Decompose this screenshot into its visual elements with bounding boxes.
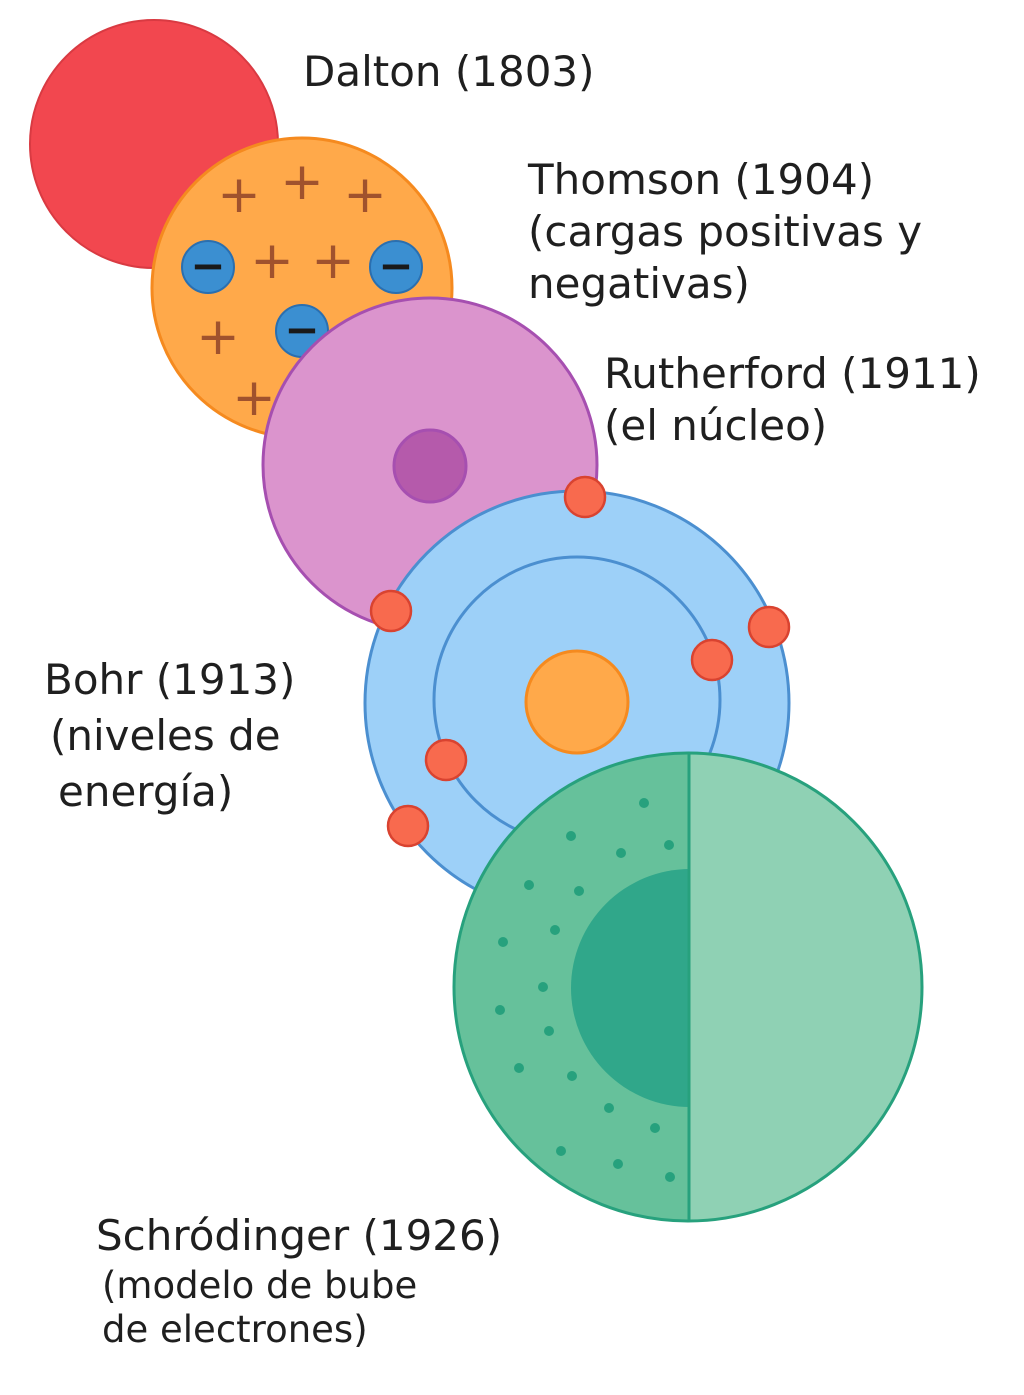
plus-sign-icon: + (280, 152, 324, 212)
cloud-dot (550, 925, 560, 935)
plus-sign-icon: + (343, 165, 387, 225)
dalton-label: Dalton (1803) (303, 46, 595, 98)
electron-circle (369, 240, 423, 294)
bohr-label: Bohr (1913) (niveles de energía) (44, 652, 295, 820)
bohr-nucleus (524, 649, 630, 755)
cloud-dot (574, 886, 584, 896)
cloud-dot (566, 831, 576, 841)
cloud-dot (616, 848, 626, 858)
thomson-title: Thomson (1904) (528, 155, 875, 204)
schrodinger-inner-core (571, 869, 690, 1107)
negative-charge: − (369, 240, 423, 294)
cloud-dot (567, 1071, 577, 1081)
cloud-dot (538, 982, 548, 992)
thomson-label: Thomson (1904) (cargas positivas y negat… (528, 154, 922, 310)
cloud-dot (514, 1063, 524, 1073)
plus-sign-icon: + (311, 231, 355, 291)
rutherford-nucleus (392, 428, 468, 504)
schrodinger-outline (452, 751, 924, 1223)
bohr-description-line1: (niveles de (50, 711, 281, 760)
minus-sign-icon: − (378, 241, 413, 290)
electron-icon (386, 804, 430, 848)
cloud-dot (556, 1146, 566, 1156)
rutherford-title: Rutherford (1911) (604, 349, 981, 398)
electron-icon (369, 589, 413, 633)
bohr-title: Bohr (1913) (44, 655, 296, 704)
plus-sign-icon: + (217, 165, 261, 225)
cloud-dot (498, 937, 508, 947)
thomson-description-line2: negativas) (528, 259, 750, 308)
plus-sign-icon: + (250, 231, 294, 291)
electron-icon (424, 738, 468, 782)
rutherford-label: Rutherford (1911) (el núcleo) (604, 348, 981, 452)
schrodinger-model (452, 751, 924, 1223)
cloud-dot (524, 880, 534, 890)
cloud-dot (544, 1026, 554, 1036)
bohr-description-line2: energía) (58, 767, 234, 816)
schrodinger-label: Schródinger (1926) (modelo de bube de el… (96, 1208, 502, 1352)
cloud-dot (664, 840, 674, 850)
electron-circle (181, 240, 235, 294)
cloud-dot (495, 1005, 505, 1015)
cloud-dot (639, 798, 649, 808)
cloud-dot (650, 1123, 660, 1133)
cloud-dot (665, 1172, 675, 1182)
rutherford-description: (el núcleo) (604, 401, 828, 450)
thomson-description-line1: (cargas positivas y (528, 207, 923, 256)
electron-icon (690, 638, 734, 682)
electron-icon (747, 605, 791, 649)
schrodinger-electron-cloud (495, 798, 675, 1182)
negative-charge: − (181, 240, 235, 294)
minus-sign-icon: − (190, 241, 225, 290)
schrodinger-description-line1: (modelo de bube (102, 1264, 418, 1307)
bohr-electrons (369, 475, 791, 848)
schrodinger-description-line2: de electrones) (102, 1308, 368, 1351)
thomson-positive-charges: +++++++ (196, 152, 387, 428)
cloud-dot (613, 1159, 623, 1169)
schrodinger-title: Schródinger (1926) (96, 1211, 503, 1260)
dalton-title: Dalton (1803) (303, 47, 595, 96)
plus-sign-icon: + (196, 307, 240, 367)
cloud-dot (604, 1103, 614, 1113)
electron-icon (563, 475, 607, 519)
